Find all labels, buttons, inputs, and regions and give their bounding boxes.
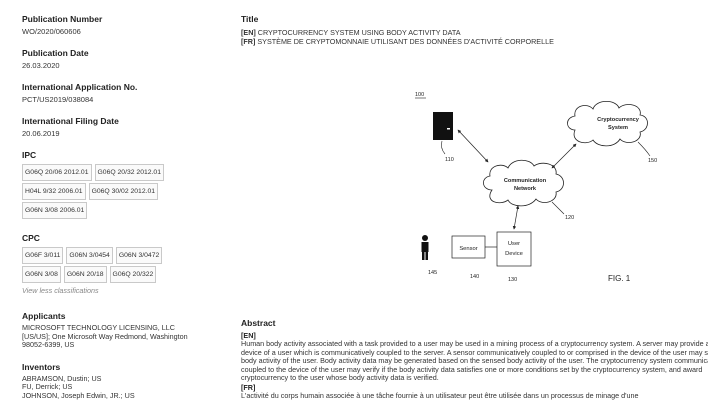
title-fr-text: SYSTÈME DE CRYPTOMONNAIE UTILISANT DES D… (257, 37, 554, 46)
cpc-tag[interactable]: G06N 3/08 (22, 266, 61, 283)
application-no-value: PCT/US2019/038084 (22, 95, 94, 104)
cpc-tag[interactable]: G06N 3/0472 (115, 247, 163, 264)
filing-date-block: International Filing Date 20.06.2019 (22, 116, 222, 138)
applicant-line: [US/US]; One Microsoft Way Redmond, Wash… (22, 331, 188, 341)
abstract-en-line: device of a user which is communicativel… (241, 348, 708, 357)
server-icon (433, 112, 453, 140)
title-en-text: CRYPTOCURRENCY SYSTEM USING BODY ACTIVIT… (257, 28, 461, 37)
publication-date-value: 26.03.2020 (22, 61, 60, 70)
cpc-tag[interactable]: G06N 3/0454 (66, 247, 113, 264)
publication-date-label: Publication Date (22, 48, 89, 58)
cpc-block: CPC G06F 3/011 G06N 3/0454 G06N 3/0472 G… (22, 233, 222, 295)
inventor-line[interactable]: FU, Derrick; US (22, 382, 73, 392)
view-less-classifications-link[interactable]: View less classifications (22, 286, 99, 295)
person-icon (421, 235, 429, 260)
ref-130: 130 (508, 277, 517, 283)
abstract-en-line: Human body activity associated with a ta… (241, 340, 708, 348)
inventors-block: Inventors ABRAMSON, Dustin; US FU, Derri… (22, 362, 222, 401)
cpc-tags: G06F 3/011 G06N 3/0454 G06N 3/0472 G06N … (22, 247, 190, 283)
cpc-tag[interactable]: G06F 3/011 (22, 247, 64, 264)
abstract-en-line: body activity of the user. Body activity… (241, 357, 708, 366)
cpc-tag[interactable]: G06N 20/18 (63, 266, 107, 283)
filing-date-value: 20.06.2019 (22, 129, 60, 138)
abstract-label: Abstract (241, 318, 276, 328)
user-device-box (496, 231, 532, 267)
crypto-label-1: Cryptocurrency (597, 117, 640, 123)
abstract-en-line: cryptocurrency to the user whose body ac… (241, 374, 439, 383)
abstract-en-tag: [EN] (241, 331, 256, 340)
title-en-tag: [EN] (241, 28, 256, 37)
applicants-label: Applicants (22, 311, 66, 321)
ipc-block: IPC G06Q 20/06 2012.01 G06Q 20/32 2012.0… (22, 150, 222, 219)
ref-140: 140 (470, 274, 479, 280)
network-label-2: Network (514, 186, 537, 192)
ipc-tags: G06Q 20/06 2012.01 G06Q 20/32 2012.01 H0… (22, 164, 190, 219)
abstract-section: Abstract [EN] Human body activity associ… (241, 318, 708, 401)
title-label: Title (241, 14, 259, 24)
inventors-label: Inventors (22, 361, 61, 372)
title-en: [EN] CRYPTOCURRENCY SYSTEM USING BODY AC… (241, 28, 708, 37)
ipc-tag[interactable]: G06N 3/08 2006.01 (22, 202, 88, 219)
ref-120: 120 (565, 215, 574, 221)
publication-number-block: Publication Number WO/2020/060606 (22, 14, 222, 36)
inventor-line[interactable]: JOHNSON, Joseph Edwin, JR.; US (22, 390, 135, 400)
ref-145: 145 (428, 270, 437, 276)
ipc-tag[interactable]: G06Q 20/32 2012.01 (94, 164, 164, 181)
cpc-label: CPC (22, 233, 40, 243)
ipc-tag[interactable]: H04L 9/32 2006.01 (22, 183, 86, 200)
application-no-block: International Application No. PCT/US2019… (22, 82, 222, 104)
title-fr: [FR] SYSTÈME DE CRYPTOMONNAIE UTILISANT … (241, 37, 708, 46)
abstract-en-line: coupled to the device of the user may ve… (241, 365, 703, 374)
filing-date-label: International Filing Date (22, 116, 119, 126)
applicant-line: 98052-6399, US (22, 340, 75, 350)
ref-110: 110 (445, 157, 454, 163)
network-cloud: Communication Network (483, 159, 564, 207)
ref-100: 100 (415, 92, 424, 98)
applicants-list: MICROSOFT TECHNOLOGY LICENSING, LLC [US/… (22, 323, 222, 350)
sensor-label: Sensor (459, 246, 477, 252)
user-device-label-1: User (508, 241, 520, 247)
publication-date-block: Publication Date 26.03.2020 (22, 48, 222, 70)
network-label-1: Communication (504, 178, 547, 184)
ipc-tag[interactable]: G06Q 30/02 2012.01 (88, 183, 159, 200)
applicants-block: Applicants MICROSOFT TECHNOLOGY LICENSIN… (22, 311, 222, 350)
fig-label: FIG. 1 (608, 274, 631, 283)
publication-number-label: Publication Number (22, 14, 103, 24)
bibliographic-data: Publication Number WO/2020/060606 Public… (22, 14, 222, 413)
title-fr-tag: [FR] (241, 37, 256, 46)
user-device-label-2: Device (505, 251, 523, 257)
abstract-fr-tag: [FR] (241, 382, 256, 392)
abstract-fr-line: L'activité du corps humain associée à un… (241, 391, 639, 400)
ipc-tag[interactable]: G06Q 20/06 2012.01 (22, 164, 92, 181)
cryptocurrency-cloud: Cryptocurrency System (567, 100, 648, 147)
publication-number-value: WO/2020/060606 (22, 27, 81, 36)
ref-150: 150 (648, 158, 657, 164)
ipc-label: IPC (22, 150, 37, 160)
patent-drawing[interactable]: 100 110 Cryptocurrency System 150 Commun… (400, 88, 708, 288)
applicant-line[interactable]: MICROSOFT TECHNOLOGY LICENSING, LLC (22, 323, 175, 332)
crypto-label-2: System (608, 125, 628, 131)
application-no-label: International Application No. (22, 82, 138, 92)
inventor-line[interactable]: ABRAMSON, Dustin; US (22, 373, 102, 383)
cpc-tag[interactable]: G06Q 20/322 (109, 266, 157, 283)
inventors-list: ABRAMSON, Dustin; US FU, Derrick; US JOH… (22, 373, 222, 401)
title-section: Title [EN] CRYPTOCURRENCY SYSTEM USING B… (241, 14, 708, 46)
